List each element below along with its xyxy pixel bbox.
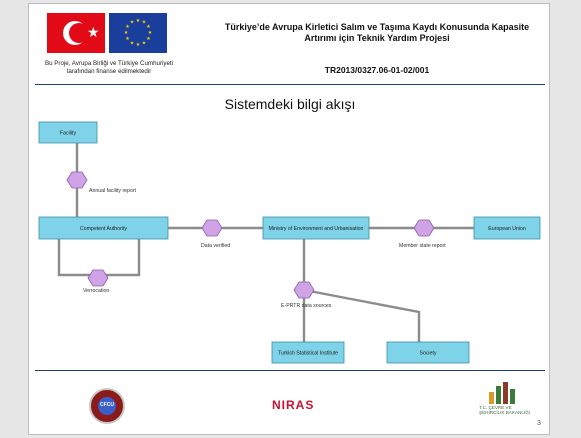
- eprtr-sources-label: E-PRTR data sources: [281, 303, 332, 309]
- project-code: TR2013/0327.06-01-02/001: [324, 65, 430, 75]
- svg-text:★: ★: [125, 36, 130, 42]
- statistical-institute-label: Turkish Statistical Institute: [278, 351, 338, 357]
- ministry-logo-text: T.C. ÇEVRE VE ŞEHİRCİLİK BAKANLIĞI: [479, 405, 531, 416]
- eu-flag-icon: ★★★ ★★★ ★★★ ★★★: [109, 13, 167, 53]
- footer-divider: [35, 370, 545, 371]
- svg-text:★: ★: [148, 30, 153, 36]
- ministry-label: Ministry of Environment and Urbanisation: [269, 226, 364, 232]
- project-title: Türkiye’de Avrupa Kirletici Salım ve Taş…: [224, 22, 530, 43]
- verification-label: Verrocation: [83, 288, 109, 294]
- svg-text:★: ★: [125, 24, 130, 30]
- society-box: [386, 341, 470, 364]
- member-state-report-label: Member state report: [399, 243, 446, 249]
- ministry-logo-icon: T.C. ÇEVRE VE ŞEHİRCİLİK BAKANLIĞI: [479, 382, 537, 426]
- society-label: Society: [419, 351, 436, 357]
- verification-process-icon: [87, 269, 109, 287]
- ministry-box: [262, 216, 370, 240]
- data-verified-label: Data verified: [201, 243, 230, 249]
- svg-text:★: ★: [130, 20, 135, 26]
- competent-authority-box: [38, 216, 169, 240]
- turkey-flag-icon: ★: [47, 13, 105, 53]
- svg-text:★: ★: [142, 41, 147, 47]
- eprtr-sources-process-icon: [293, 281, 315, 299]
- annual-report-label: Annual facility report: [89, 188, 137, 194]
- svg-text:★: ★: [136, 42, 141, 48]
- slide: ★ ★★★ ★★★ ★★★ ★★★ Bu Proje, Avrupa Birli…: [28, 3, 550, 435]
- svg-text:★: ★: [146, 36, 151, 42]
- facility-box: [38, 121, 98, 144]
- statistical-institute-box: [271, 341, 345, 364]
- cfcu-logo-text: CFCU: [100, 402, 114, 408]
- svg-text:★: ★: [130, 41, 135, 47]
- svg-text:★: ★: [142, 20, 147, 26]
- european-union-box: [473, 216, 541, 240]
- svg-text:★: ★: [124, 30, 129, 36]
- facility-label: Facility: [60, 131, 77, 137]
- european-union-label: European Union: [488, 226, 526, 232]
- niras-logo: NIRAS: [272, 398, 315, 412]
- competent-authority-label: Competent Authority: [80, 226, 127, 232]
- slide-title: Sistemdeki bilgi akışı: [224, 96, 356, 112]
- page-number: 3: [537, 420, 541, 427]
- header-divider: [35, 84, 545, 85]
- information-flow-diagram: Facility Competent Authority Ministry of…: [38, 121, 541, 364]
- cfcu-logo-icon: CFCU: [89, 388, 125, 424]
- svg-text:★: ★: [146, 24, 151, 30]
- data-verified-process-icon: [201, 219, 223, 237]
- funding-note: Bu Proje, Avrupa Birliği ve Türkiye Cumh…: [44, 60, 174, 75]
- annual-report-process-icon: [66, 171, 88, 189]
- svg-text:★: ★: [136, 18, 141, 24]
- member-state-report-process-icon: [413, 219, 435, 237]
